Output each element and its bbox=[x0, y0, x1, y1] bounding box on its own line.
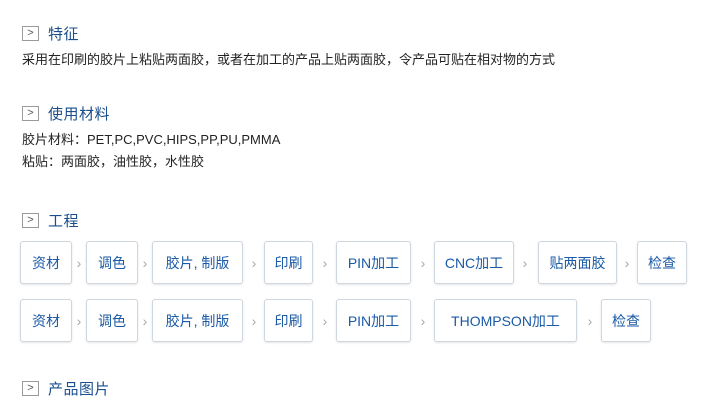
chevron-right-icon: › bbox=[322, 255, 328, 271]
process-step: 贴两面胶 bbox=[538, 241, 617, 284]
process-step: 胶片, 制版 bbox=[152, 241, 243, 284]
features-text: 采用在印刷的胶片上粘贴两面胶，或者在加工的产品上贴两面胶，令产品可贴在相对物的方… bbox=[22, 52, 556, 67]
chevron-right-icon: › bbox=[420, 255, 426, 271]
chevron-right-icon: > bbox=[22, 213, 39, 228]
section-title-process: 工程 bbox=[48, 213, 80, 230]
chevron-right-icon: › bbox=[322, 313, 328, 329]
section-header-images: > 产品图片 bbox=[22, 378, 110, 399]
section-title-images: 产品图片 bbox=[48, 381, 111, 398]
chevron-right-icon: › bbox=[624, 255, 630, 271]
process-step: 资材 bbox=[20, 299, 72, 342]
chevron-right-icon: › bbox=[420, 313, 426, 329]
chevron-right-icon: › bbox=[76, 255, 82, 271]
materials-film-text: 胶片材料：PET,PC,PVC,HIPS,PP,PU,PMMA bbox=[22, 132, 281, 147]
process-step: 胶片, 制版 bbox=[152, 299, 243, 342]
chevron-right-icon: › bbox=[522, 255, 528, 271]
materials-adhesive-text: 粘贴：两面胶，油性胶，水性胶 bbox=[22, 154, 205, 169]
process-step: PIN加工 bbox=[336, 299, 411, 342]
process-step: 调色 bbox=[86, 299, 138, 342]
section-title-features: 特征 bbox=[48, 26, 80, 43]
section-title-materials: 使用材料 bbox=[48, 106, 111, 123]
process-step: CNC加工 bbox=[434, 241, 514, 284]
chevron-right-icon: › bbox=[251, 255, 257, 271]
section-header-process: > 工程 bbox=[22, 210, 79, 231]
chevron-right-icon: › bbox=[251, 313, 257, 329]
process-step: 检查 bbox=[637, 241, 687, 284]
process-step: 印刷 bbox=[264, 299, 313, 342]
process-step: 检查 bbox=[601, 299, 651, 342]
process-step: 印刷 bbox=[264, 241, 313, 284]
process-step: PIN加工 bbox=[336, 241, 411, 284]
process-step: 调色 bbox=[86, 241, 138, 284]
chevron-right-icon: > bbox=[22, 381, 39, 396]
chevron-right-icon: › bbox=[587, 313, 593, 329]
chevron-right-icon: › bbox=[142, 313, 148, 329]
chevron-right-icon: › bbox=[76, 313, 82, 329]
chevron-right-icon: > bbox=[22, 106, 39, 121]
process-step: 资材 bbox=[20, 241, 72, 284]
process-step: THOMPSON加工 bbox=[434, 299, 577, 342]
chevron-right-icon: > bbox=[22, 26, 39, 41]
section-header-features: > 特征 bbox=[22, 23, 79, 44]
chevron-right-icon: › bbox=[142, 255, 148, 271]
section-header-materials: > 使用材料 bbox=[22, 103, 110, 124]
